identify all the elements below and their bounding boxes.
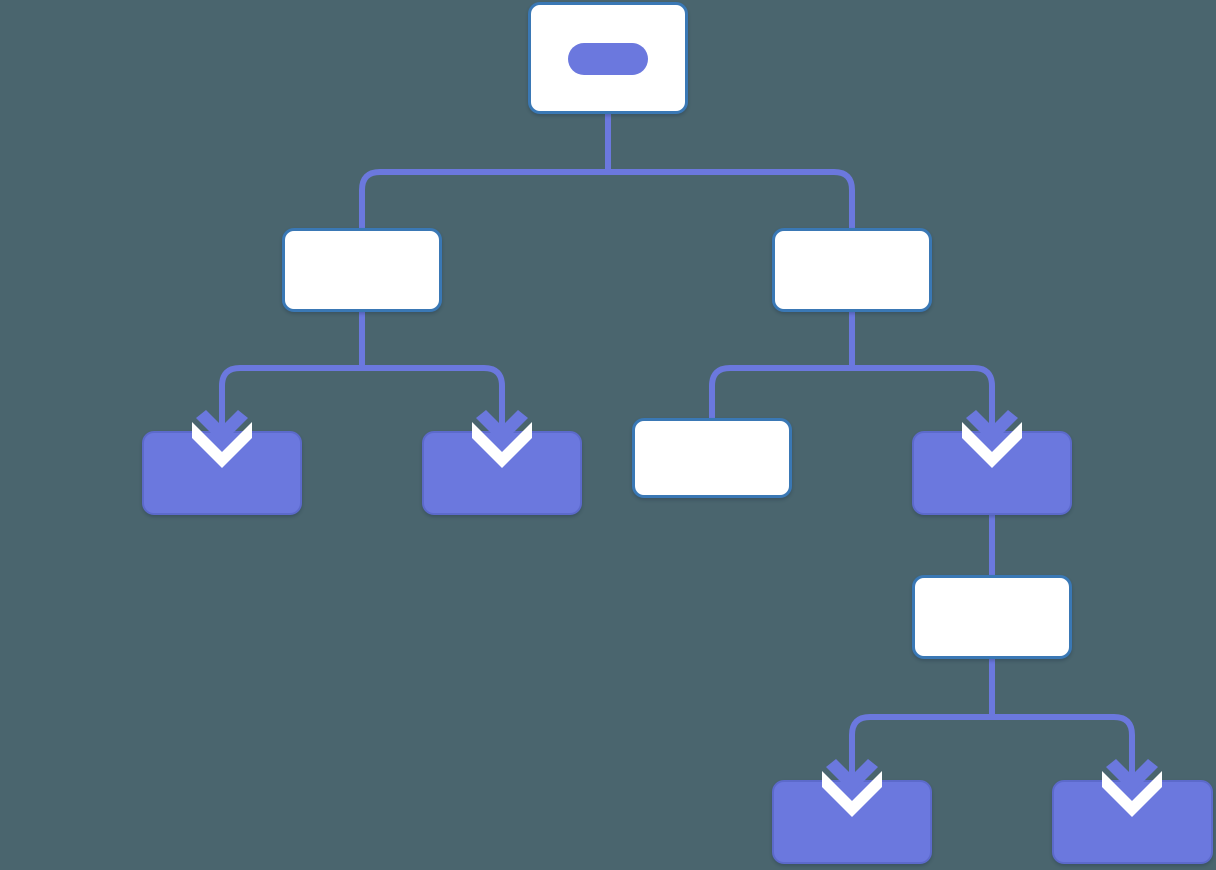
- node-level3-white-label: [915, 578, 1069, 656]
- node-level4-leaf-1-label: [774, 782, 930, 862]
- node-level4-leaf-2-label: [1054, 782, 1211, 862]
- node-level1-left[interactable]: [282, 228, 442, 312]
- node-level2-branch[interactable]: [912, 431, 1072, 515]
- node-level2-branch-label: [914, 433, 1070, 513]
- node-level4-leaf-1[interactable]: [772, 780, 932, 864]
- node-level1-right[interactable]: [772, 228, 932, 312]
- root-pill-badge: [568, 43, 648, 75]
- node-level2-leaf-1-label: [144, 433, 300, 513]
- node-level2-white-label: [635, 421, 789, 495]
- node-level2-white[interactable]: [632, 418, 792, 498]
- node-level2-leaf-2[interactable]: [422, 431, 582, 515]
- node-level3-white[interactable]: [912, 575, 1072, 659]
- node-level4-leaf-2[interactable]: [1052, 780, 1213, 864]
- node-level1-right-label: [775, 231, 929, 309]
- node-level2-leaf-1[interactable]: [142, 431, 302, 515]
- node-level2-leaf-2-label: [424, 433, 580, 513]
- node-level1-left-label: [285, 231, 439, 309]
